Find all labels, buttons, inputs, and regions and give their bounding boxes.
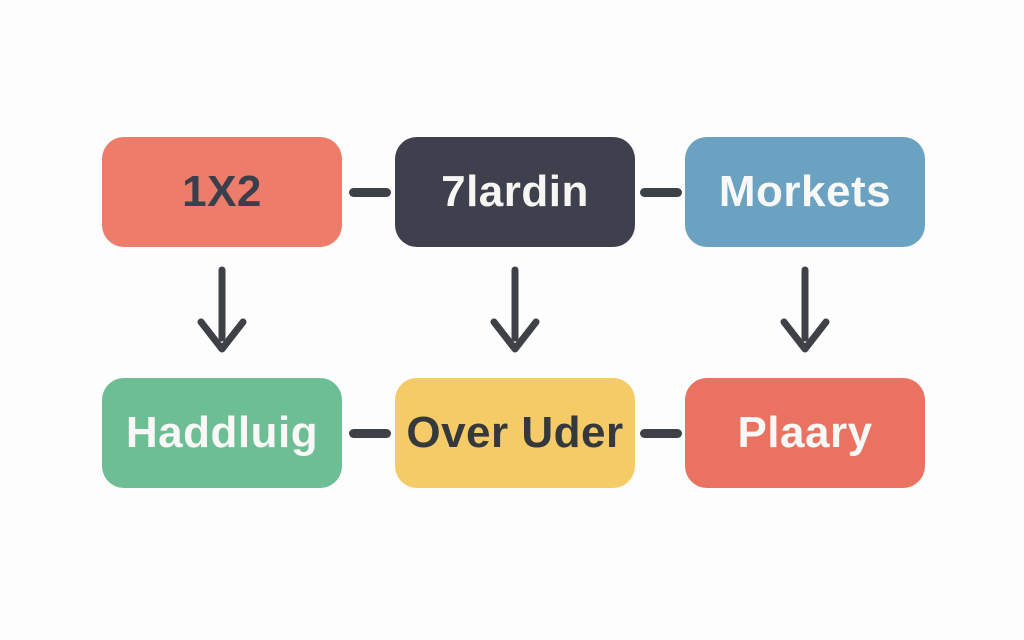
node-morkets: Morkets bbox=[685, 137, 925, 247]
down-arrow-icon bbox=[485, 264, 545, 360]
node-haddluig: Haddluig bbox=[102, 378, 342, 488]
node-label: 7lardin bbox=[441, 167, 589, 216]
down-arrow-icon bbox=[192, 264, 252, 360]
node-label: 1X2 bbox=[182, 167, 262, 216]
connector-dash-7lardin-morkets bbox=[640, 188, 682, 197]
connector-dash-1x2-7lardin bbox=[349, 188, 391, 197]
node-over-uder: Over Uder bbox=[395, 378, 635, 488]
node-label: Haddluig bbox=[125, 408, 319, 457]
node-label: Morkets bbox=[718, 167, 892, 216]
node-label: Plaary bbox=[737, 408, 873, 457]
node-label: Over Uder bbox=[406, 408, 624, 457]
node-1x2: 1X2 bbox=[102, 137, 342, 247]
down-arrow-icon bbox=[775, 264, 835, 360]
connector-dash-overuder-plaary bbox=[640, 429, 682, 438]
connector-dash-haddluig-overuder bbox=[349, 429, 391, 438]
node-7lardin: 7lardin bbox=[395, 137, 635, 247]
node-plaary: Plaary bbox=[685, 378, 925, 488]
